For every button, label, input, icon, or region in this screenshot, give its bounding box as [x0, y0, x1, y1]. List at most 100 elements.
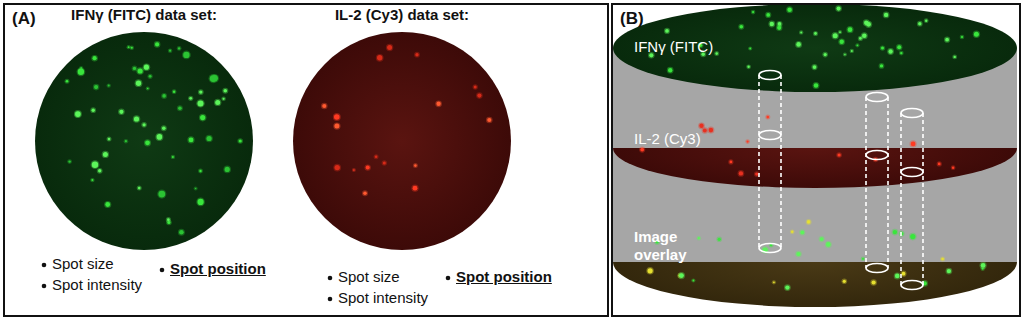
spot-halo — [806, 219, 812, 225]
spot — [800, 231, 804, 235]
spot-halo — [107, 137, 112, 142]
spot-halo — [473, 84, 478, 89]
spot — [640, 148, 644, 152]
spot-halo — [678, 272, 685, 279]
spot-halo — [177, 105, 183, 111]
spot — [138, 68, 143, 73]
spot-halo — [172, 89, 177, 94]
spot — [225, 167, 230, 172]
spot — [207, 136, 212, 141]
spot — [487, 118, 491, 122]
spot-halo — [850, 49, 854, 53]
spot-halo — [795, 251, 802, 258]
spot-halo — [646, 267, 654, 275]
spot-halo — [714, 51, 719, 56]
spot-halo — [924, 18, 929, 23]
spot-halo — [97, 168, 103, 174]
spot-halo — [855, 43, 859, 47]
bullet-dot — [446, 276, 451, 281]
spot — [138, 187, 141, 190]
spot-halo — [144, 139, 151, 146]
spot-halo — [143, 63, 151, 71]
spot — [699, 124, 703, 128]
spot — [715, 52, 718, 55]
spot-halo — [790, 229, 795, 234]
spot — [103, 152, 108, 157]
spot — [773, 281, 775, 283]
tube-ring — [901, 109, 923, 118]
spot — [178, 106, 182, 110]
spot — [172, 156, 174, 158]
spot — [739, 171, 743, 175]
spot-halo — [365, 164, 371, 170]
spot-halo — [411, 185, 418, 192]
spot — [162, 127, 166, 131]
spot-halo — [178, 229, 185, 236]
bullet-dot — [42, 263, 47, 268]
spot — [167, 218, 170, 221]
spot-halo — [382, 160, 387, 165]
spot — [93, 56, 97, 60]
spot-halo — [861, 32, 868, 39]
ifn-well — [35, 32, 253, 250]
spot-halo — [137, 186, 142, 191]
spot-halo — [222, 88, 228, 94]
spot — [698, 237, 700, 239]
tube-side — [758, 75, 760, 248]
spot — [703, 129, 707, 133]
spot-halo — [819, 236, 825, 242]
spot — [918, 22, 921, 25]
spot — [848, 27, 853, 32]
spot — [693, 280, 695, 282]
spot — [78, 69, 84, 75]
spot — [414, 164, 417, 167]
spot-halo — [135, 79, 143, 87]
spot — [108, 138, 111, 141]
spot-halo — [909, 233, 917, 241]
spot-halo — [91, 160, 100, 169]
spot-halo — [107, 83, 111, 87]
spot-halo — [188, 96, 193, 101]
spot — [945, 38, 949, 42]
spot-halo — [333, 122, 340, 129]
spot-halo — [639, 147, 645, 153]
spot-halo — [863, 19, 870, 26]
spot-halo — [177, 46, 182, 51]
spot — [800, 31, 802, 33]
spot-halo — [697, 236, 702, 241]
spot — [730, 161, 733, 164]
panel-title: IFNγ (FITC) data set: — [71, 6, 217, 24]
spot — [843, 280, 846, 283]
ifn-layer — [613, 4, 1017, 92]
spot-halo — [93, 84, 100, 91]
spot — [189, 138, 194, 143]
spot-halo — [198, 89, 204, 95]
spot-halo — [772, 280, 776, 284]
bullet-dot — [42, 284, 47, 289]
spot-halo — [133, 115, 141, 123]
spot — [954, 56, 956, 58]
spot-halo — [832, 32, 839, 39]
spot — [335, 165, 340, 170]
spot — [178, 47, 180, 49]
spot-halo — [362, 190, 368, 196]
spot — [824, 53, 827, 56]
spot — [415, 53, 418, 56]
spot — [749, 48, 751, 50]
spot — [718, 238, 721, 241]
spot-halo — [870, 279, 877, 286]
spot-halo — [784, 284, 791, 291]
spot-halo — [196, 198, 205, 207]
spot-halo — [65, 79, 70, 84]
spot — [837, 7, 841, 11]
spot — [911, 142, 916, 147]
spot-halo — [879, 63, 885, 69]
spot — [826, 242, 831, 247]
spot — [198, 199, 204, 205]
spot-halo — [698, 122, 705, 129]
spot-halo — [910, 140, 917, 147]
spot-halo — [223, 166, 231, 174]
spot — [770, 22, 774, 26]
spot — [92, 162, 98, 168]
spot-halo — [67, 159, 72, 164]
